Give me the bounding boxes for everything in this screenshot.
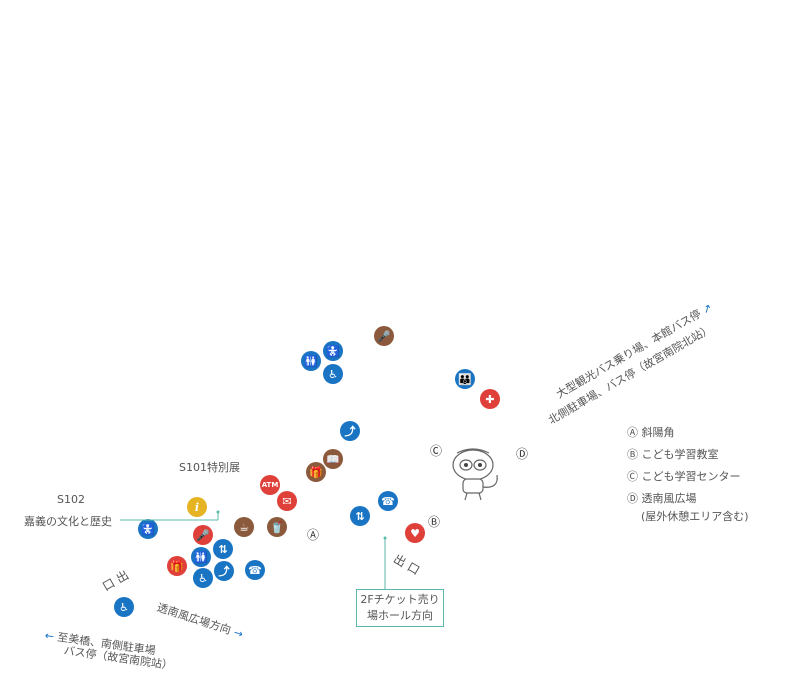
gallery-s101-label: S101特別展 xyxy=(179,461,240,474)
phone-icon[interactable]: ☎ xyxy=(245,560,265,580)
aed-icon[interactable]: ♥ xyxy=(405,523,425,543)
gallery-s102-name: 嘉義の文化と歴史 xyxy=(24,515,112,528)
up-right-arrow-icon: ↗ xyxy=(699,300,715,317)
ticket-box-line1: 2Fチケット売り xyxy=(360,593,440,606)
accessible-restroom-icon-2[interactable]: ♿ xyxy=(193,568,213,588)
escalator-icon[interactable]: ⤴ xyxy=(340,421,360,441)
ticket-box-line2: 場ホール方向 xyxy=(367,609,433,622)
elevator-icon[interactable]: ⇅ xyxy=(213,539,233,559)
marker-c: Ⓒ xyxy=(430,444,443,458)
direction-bottom-text: 透南風広場方向 xyxy=(155,600,233,638)
legend-item-b: Ⓑ こども学習教室 xyxy=(627,448,719,461)
accessible-restroom-icon[interactable]: ♿ xyxy=(323,364,343,384)
left-arrow-icon: ← xyxy=(43,628,55,644)
family-restroom-icon[interactable]: 👪 xyxy=(455,369,475,389)
legend: Ⓐ 斜陽角 Ⓑ こども学習教室 Ⓒ こども学習センター Ⓓ 透南風広場 (屋外休… xyxy=(627,422,749,526)
library-icon[interactable]: 📖 xyxy=(323,449,343,469)
first-aid-icon[interactable]: ✚ xyxy=(480,389,500,409)
cafe-icon[interactable]: ☕ xyxy=(234,517,254,537)
exit-entrance-left-label: 口 出 xyxy=(100,567,132,594)
marker-a: Ⓐ xyxy=(307,528,320,542)
audio-guide-icon[interactable]: 🎤 xyxy=(374,326,394,346)
post-icon[interactable]: ✉ xyxy=(277,491,297,511)
atm-icon[interactable]: ATM xyxy=(260,475,280,495)
legend-note: (屋外休憩エリア含む) xyxy=(641,510,749,523)
direction-topright-line1-wrap: 大型観光バス乗り場、本館バス停 ↗ xyxy=(553,299,715,402)
locker-icon[interactable]: 🎁 xyxy=(167,556,187,576)
drinking-water-icon[interactable]: 🥤 xyxy=(267,517,287,537)
nursing-room-icon[interactable]: 🚼 xyxy=(323,341,343,361)
gift-shop-icon[interactable]: 🎁 xyxy=(306,462,326,482)
accessible-parking-icon[interactable]: ♿ xyxy=(114,597,134,617)
legend-item-c: Ⓒ こども学習センター xyxy=(627,470,741,483)
legend-item-d: Ⓓ 透南風広場 xyxy=(627,492,697,505)
ticket-hall-direction-box: 2Fチケット売り 場ホール方向 xyxy=(356,589,444,627)
legend-item-a: Ⓐ 斜陽角 xyxy=(627,426,675,439)
restroom-icon-2[interactable]: 🚻 xyxy=(191,547,211,567)
phone-icon-2[interactable]: ☎ xyxy=(378,491,398,511)
elevator-icon-2[interactable]: ⇅ xyxy=(350,506,370,526)
direction-bottom-label: 透南風広場方向 → xyxy=(155,599,245,642)
audio-guide-rental-icon[interactable]: 🎤 xyxy=(193,525,213,545)
marker-b: Ⓑ xyxy=(428,515,441,529)
nursing-room-icon-2[interactable]: 🚼 xyxy=(138,519,158,539)
escalator-icon-2[interactable]: ⤴ xyxy=(214,561,234,581)
direction-topright-line1: 大型観光バス乗り場、本館バス停 xyxy=(554,307,704,401)
information-icon[interactable]: i xyxy=(187,497,207,517)
right-arrow-icon: → xyxy=(231,625,245,641)
exit-right-label: 出 口 xyxy=(391,551,423,578)
gallery-s102-code: S102 xyxy=(57,493,85,506)
restroom-icon[interactable]: 🚻 xyxy=(301,351,321,371)
mascot-illustration xyxy=(452,448,498,501)
marker-d: Ⓓ xyxy=(516,447,529,461)
direction-topright-line2: 北側駐車場、バス停（故宮南院北站） xyxy=(546,322,715,427)
